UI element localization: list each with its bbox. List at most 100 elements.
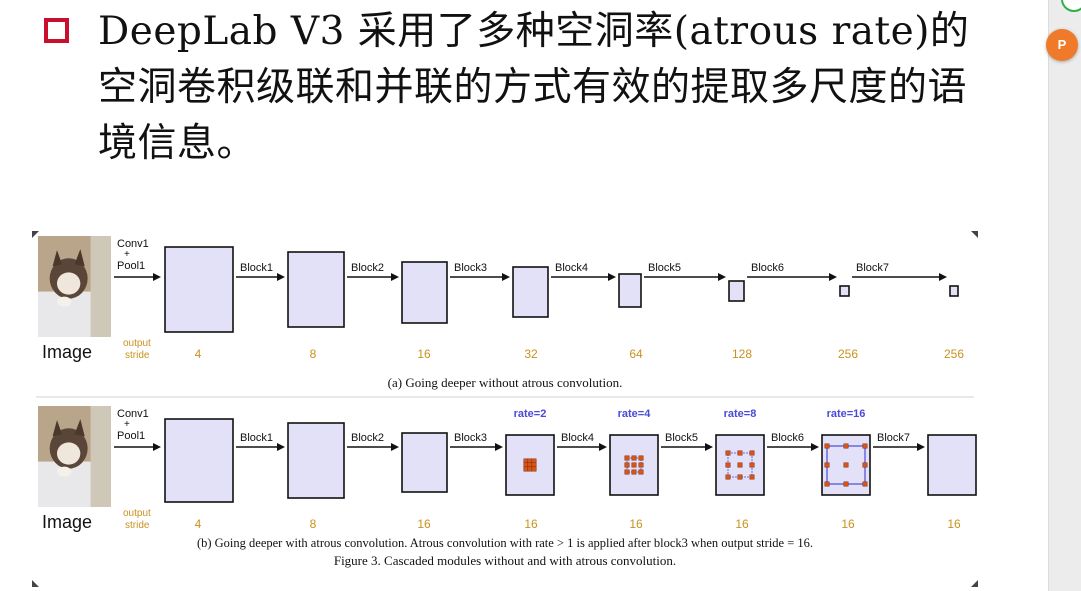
row-b-stride-value-2: 16 (417, 517, 431, 531)
row-b-atrous-dot-3-0-0 (824, 443, 830, 449)
row-a-stride-value-5: 128 (732, 347, 752, 361)
row-b-stride-label-2: stride (125, 520, 150, 531)
bullet-square-icon (44, 18, 69, 43)
row-a-cat-image-ear-l (52, 250, 63, 267)
row-b-arrow-5-head (705, 443, 713, 451)
corner-mark-bl (32, 580, 39, 587)
row-b-atrous-dot-0-0-0 (523, 458, 529, 464)
row-a-stride-value-0: 4 (195, 347, 202, 361)
right-sidebar (1048, 0, 1081, 591)
row-b-atrous-dot-3-1-2 (862, 462, 868, 468)
row-a-arrow-3-head (502, 273, 510, 281)
row-b-stride-value-5: 16 (735, 517, 749, 531)
row-b-feature-map-1 (287, 422, 345, 499)
row-b-arrow-0-head (153, 443, 161, 451)
row-b-atrous-dot-3-2-2 (862, 481, 868, 487)
row-b-arrow-4-head (599, 443, 607, 451)
row-b-atrous-dot-2-2-1 (737, 474, 743, 480)
row-b-atrous-dot-3-1-1 (843, 462, 849, 468)
row-b-atrous-dot-2-2-2 (749, 474, 755, 480)
row-b-cat-image (38, 406, 111, 507)
row-b-arrow-7-head (917, 443, 925, 451)
corner-mark-tr (971, 231, 978, 238)
ppt-icon[interactable]: P (1046, 29, 1078, 61)
row-b-caption: (b) Going deeper with atrous convolution… (197, 536, 813, 550)
row-b-atrous-dot-2-0-1 (737, 450, 743, 456)
row-b-block-label-2: Block2 (351, 432, 384, 444)
row-b-atrous-dot-1-2-0 (624, 469, 630, 475)
row-a-feature-map-0 (164, 246, 234, 333)
row-b-atrous-dot-1-1-2 (638, 462, 644, 468)
row-b-atrous-dot-0-0-2 (531, 458, 537, 464)
row-a-stride-label-1: output (123, 338, 151, 349)
row-b-atrous-dot-0-1-2 (531, 462, 537, 468)
row-a-cat-image-ear-r (74, 249, 85, 267)
row-a-stride-value-6: 256 (838, 347, 858, 361)
row-a-feature-map-7 (949, 285, 959, 297)
row-a-stride-value-1: 8 (310, 347, 317, 361)
row-b-block-label-4: Block4 (561, 432, 594, 444)
row-a-block-label-7: Block7 (856, 262, 889, 274)
corner-mark-tl (32, 231, 39, 238)
figure-caption: Figure 3. Cascaded modules without and w… (334, 553, 676, 568)
row-a-block-label-5: Block5 (648, 262, 681, 274)
row-a-cat-image-door (90, 236, 111, 337)
row-b-conv-label-2: Pool1 (117, 430, 145, 442)
row-b-arrow-3-head (495, 443, 503, 451)
row-b-atrous-dot-3-2-1 (843, 481, 849, 487)
row-b-atrous-dot-2-0-2 (749, 450, 755, 456)
row-a-arrow-2-head (391, 273, 399, 281)
row-b-block-label-3: Block3 (454, 432, 487, 444)
row-a-stride-value-7: 256 (944, 347, 964, 361)
row-b-atrous-dot-2-1-1 (737, 462, 743, 468)
row-b-atrous-dot-3-0-2 (862, 443, 868, 449)
row-a-arrow-4-head (608, 273, 616, 281)
row-a-cat-image-paw (56, 296, 72, 307)
corner-mark-br (971, 580, 978, 587)
row-b-cat-image-ear-l (52, 420, 63, 437)
row-a-feature-map-5 (728, 280, 745, 302)
row-a-image-label: Image (42, 342, 92, 362)
row-b-rate-label-0: rate=2 (514, 408, 547, 420)
row-b-block-label-6: Block6 (771, 432, 804, 444)
row-a-block-label-4: Block4 (555, 262, 588, 274)
row-a-arrow-7-head (939, 273, 947, 281)
row-b-atrous-dot-1-0-2 (638, 455, 644, 461)
row-b-rate-label-1: rate=4 (618, 408, 652, 420)
row-a-block-label-2: Block2 (351, 262, 384, 274)
row-a-arrow-0-head (153, 273, 161, 281)
row-b-atrous-dot-3-2-0 (824, 481, 830, 487)
ppt-icon-label: P (1057, 36, 1067, 52)
row-a-feature-map-1 (287, 251, 345, 328)
row-b-atrous-dot-1-2-2 (638, 469, 644, 475)
row-a-cat-image-face (56, 272, 81, 295)
row-b-stride-value-1: 8 (310, 517, 317, 531)
slide-bullet-text: DeepLab V3 采用了多种空洞率(atrous rate)的空洞卷积级联和… (98, 9, 970, 166)
row-a-caption: (a) Going deeper without atrous convolut… (388, 375, 623, 390)
row-b-conv-plus: + (124, 419, 130, 430)
row-b-atrous-dot-3-1-0 (824, 462, 830, 468)
row-b-atrous-dot-2-0-0 (725, 450, 731, 456)
row-b-conv-label-1: Conv1 (117, 408, 149, 420)
row-b-cat-image-paw (56, 466, 72, 477)
row-b-atrous-dot-1-1-1 (631, 462, 637, 468)
row-b-stride-value-0: 4 (195, 517, 202, 531)
row-b-atrous-dot-0-2-0 (523, 466, 529, 472)
row-b-rate-label-2: rate=8 (724, 408, 757, 420)
row-b-atrous-dot-2-1-0 (725, 462, 731, 468)
row-b-feature-map-0 (164, 418, 234, 503)
row-b-stride-value-4: 16 (629, 517, 643, 531)
row-a-feature-map-2 (401, 261, 448, 324)
row-a-feature-map-6 (839, 285, 850, 297)
row-b-atrous-dot-3-0-1 (843, 443, 849, 449)
row-b-atrous-dot-0-2-2 (531, 466, 537, 472)
row-b-stride-value-7: 16 (947, 517, 961, 531)
row-b-feature-map-2 (401, 432, 448, 493)
row-b-arrow-6-head (811, 443, 819, 451)
row-b-arrow-2-head (391, 443, 399, 451)
row-b-feature-map-7 (927, 434, 977, 496)
row-a-block-label-1: Block1 (240, 262, 273, 274)
row-a-cat-image (38, 236, 111, 337)
